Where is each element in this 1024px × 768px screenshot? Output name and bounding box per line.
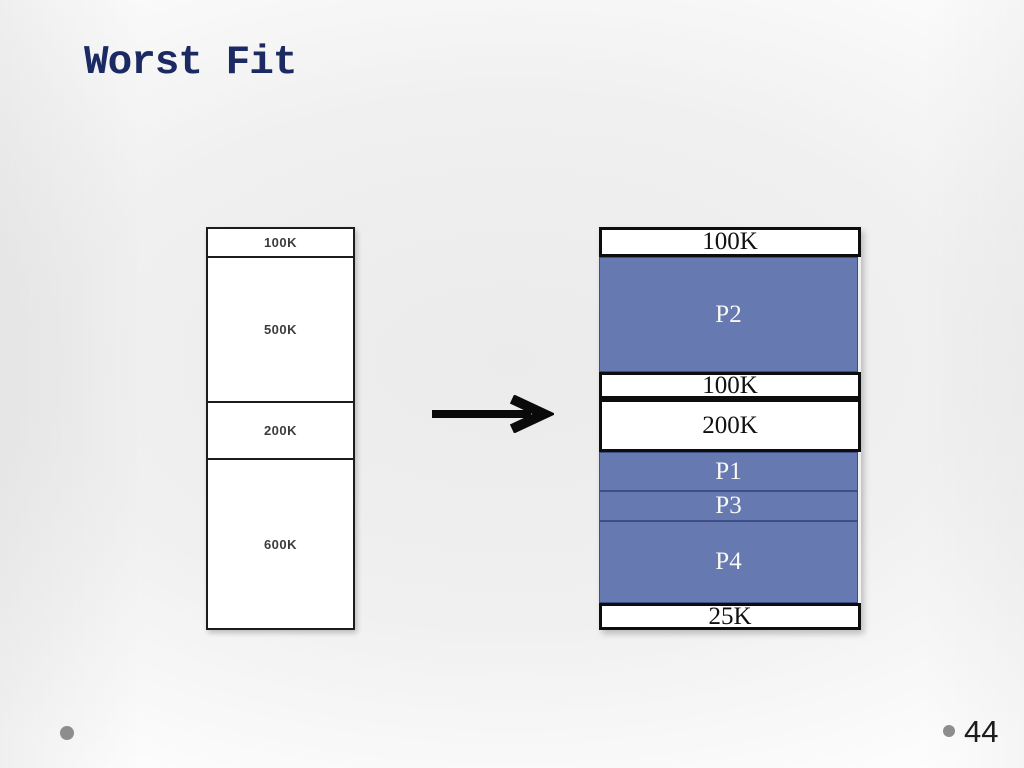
page-title: Worst Fit <box>84 40 297 86</box>
segment-label: 600K <box>263 536 298 552</box>
memory-segment-free: 100K <box>599 227 861 257</box>
memory-segment-free: 25K <box>599 603 861 630</box>
memory-segment-allocated: P1 <box>599 452 858 491</box>
memory-before-column: 100K 500K 200K 600K <box>206 227 355 630</box>
memory-segment-allocated: P2 <box>599 257 858 372</box>
segment-label: 100K <box>263 235 298 250</box>
memory-segment-free: 500K <box>208 258 353 403</box>
segment-label: 500K <box>263 322 298 337</box>
segment-label: P3 <box>715 492 742 519</box>
segment-label: P1 <box>715 457 742 485</box>
page-number: 44 <box>964 714 999 749</box>
segment-label: P2 <box>715 300 742 328</box>
segment-label: 200K <box>702 411 758 439</box>
memory-segment-allocated: P4 <box>599 521 858 603</box>
segment-label: P4 <box>715 548 742 575</box>
memory-segment-free: 100K <box>599 372 861 399</box>
memory-segment-free: 100K <box>208 229 353 258</box>
segment-label: 200K <box>263 423 298 438</box>
memory-segment-free: 600K <box>208 460 353 628</box>
memory-segment-free: 200K <box>208 403 353 460</box>
segment-label: 100K <box>702 228 758 255</box>
memory-segment-allocated: P3 <box>599 491 858 521</box>
segment-label: 25K <box>708 602 752 630</box>
decorative-dot <box>60 726 74 740</box>
decorative-dot <box>943 725 955 737</box>
memory-after-column: 100K P2 100K 200K P1 P3 P4 25K <box>599 227 861 630</box>
segment-label: 100K <box>702 371 758 399</box>
right-arrow-icon <box>432 395 554 433</box>
memory-segment-free: 200K <box>599 399 861 452</box>
